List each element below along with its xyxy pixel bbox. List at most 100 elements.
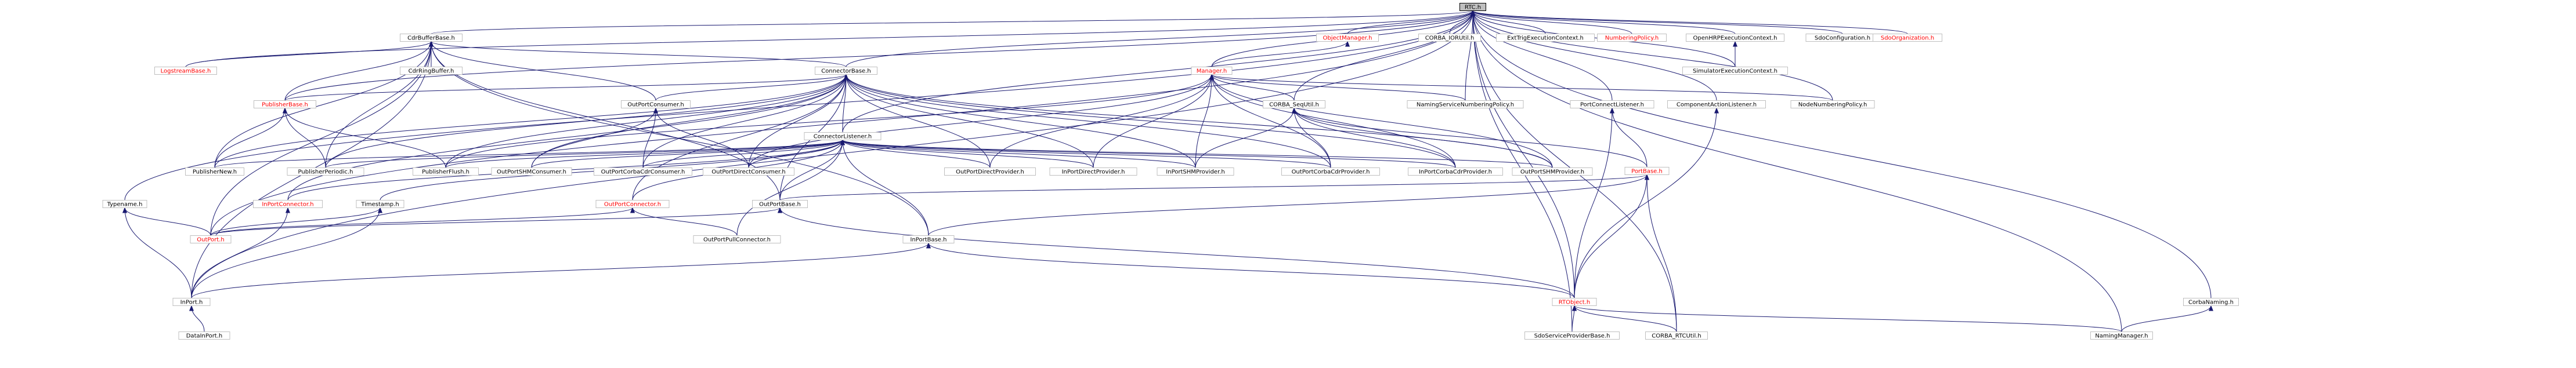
node-label: NumberingPolicy.h (1605, 35, 1659, 42)
node-publishernew[interactable]: PublisherNew.h (185, 167, 244, 176)
node-sdoconfiguration[interactable]: SdoConfiguration.h (1805, 34, 1880, 42)
node-corba_iorutil[interactable]: CORBA_IORUtil.h (1418, 34, 1481, 42)
node-box (1281, 167, 1380, 176)
node-publisherflush[interactable]: PublisherFlush.h (413, 167, 479, 176)
node-rtobject[interactable]: RTObject.h (1552, 298, 1597, 306)
edge-connectorlistener-to-connectorbase (842, 74, 848, 133)
node-box (287, 167, 364, 176)
node-outportdirectconsumer[interactable]: OutPortDirectConsumer.h (703, 167, 794, 176)
edge-inportdirectprovider-to-connectorbase (844, 74, 1094, 168)
node-inport[interactable]: InPort.h (172, 298, 211, 306)
edge-outport-to-cdrbufferbase (210, 41, 433, 236)
node-outportcorbacdrconsumer[interactable]: OutPortCorbaCdrConsumer.h (594, 167, 692, 176)
edge-outportpullconnector-to-connectorlistener (736, 139, 845, 236)
node-numberingpolicy[interactable]: NumberingPolicy.h (1597, 34, 1667, 42)
edge-rtobject-to-portbase (1574, 174, 1649, 298)
node-inportbase[interactable]: InPortBase.h (902, 235, 955, 243)
node-box (693, 235, 781, 243)
node-box (172, 298, 211, 306)
node-label: CORBA_RTCUtil.h (1652, 333, 1701, 340)
node-outportshmconsumer[interactable]: OutPortSHMConsumer.h (491, 167, 572, 176)
node-timestamp[interactable]: Timestamp.h (356, 200, 404, 208)
node-portconnectlistener[interactable]: PortConnectListener.h (1570, 100, 1654, 108)
node-connectorlistener[interactable]: ConnectorListener.h (804, 132, 881, 140)
node-componentaction[interactable]: ComponentActionListener.h (1667, 100, 1766, 108)
node-logstreambase[interactable]: LogstreamBase.h (154, 67, 217, 75)
node-cdrbufferbase[interactable]: CdrBufferBase.h (400, 34, 463, 42)
node-corba_sequtil[interactable]: CORBA_SeqUtil.h (1263, 100, 1325, 108)
node-outport[interactable]: OutPort.h (190, 235, 232, 243)
node-outportpullconnector[interactable]: OutPortPullConnector.h (693, 235, 781, 243)
node-sdoserviceproviderbase[interactable]: SdoServiceProviderBase.h (1524, 331, 1620, 340)
node-label: OpenHRPExecutionContext.h (1693, 35, 1777, 42)
node-label: SdoOrganization.h (1881, 35, 1934, 42)
node-label: CdrRingBuffer.h (409, 68, 454, 75)
node-label: LogstreamBase.h (161, 68, 211, 75)
edge-nodenumbering-to-rtc (1471, 10, 1833, 101)
node-box (2090, 331, 2153, 340)
node-objectmanager[interactable]: ObjectManager.h (1316, 34, 1379, 42)
edge-inportcorbacdrprovider-to-connectorbase (844, 74, 1456, 168)
node-publisherperiodic[interactable]: PublisherPeriodic.h (287, 167, 364, 176)
edge-inportshmprovider-to-connectorlistener (840, 139, 1196, 168)
edge-outportshmprovider-to-connectorlistener (840, 139, 1553, 168)
node-outportshmprovider[interactable]: OutPortSHMProvider.h (1512, 167, 1593, 176)
edge-inport-to-timestamp (191, 207, 382, 298)
node-outportcorbacdrprovider[interactable]: OutPortCorbaCdrProvider.h (1281, 167, 1380, 176)
node-box (154, 67, 217, 75)
edge-namingmanager-to-corbanaming (2121, 305, 2213, 332)
edge-outportdirectprovider-to-connectorlistener (840, 139, 991, 168)
node-box (413, 167, 479, 176)
edge-logstreambase-to-cdrbufferbase (185, 41, 433, 67)
node-namingmanager[interactable]: NamingManager.h (2090, 331, 2153, 340)
node-label: RTC.h (1465, 5, 1481, 11)
node-box (1049, 167, 1137, 176)
node-exttrig[interactable]: ExtTrigExecutionContext.h (1496, 34, 1595, 42)
node-typename[interactable]: Typename.h (102, 200, 147, 208)
node-inportcorbacdrprovider[interactable]: InPortCorbaCdrProvider.h (1408, 167, 1503, 176)
node-box (400, 67, 463, 75)
edge-connectorbase-to-rtc (846, 10, 1475, 67)
edge-outportdirectprovider-to-connectorbase (844, 74, 991, 168)
node-inportdirectprovider[interactable]: InPortDirectProvider.h (1049, 167, 1137, 176)
node-label: SimulatorExecutionContext.h (1693, 68, 1777, 75)
edge-outportconnector-to-connectorbase (632, 74, 848, 201)
edge-outportcorbacdrprovider-to-connectorlistener (840, 139, 1331, 168)
edge-outport-to-rtc (210, 10, 1475, 236)
node-sdoorganization[interactable]: SdoOrganization.h (1873, 34, 1942, 42)
node-portbase[interactable]: PortBase.h (1624, 167, 1670, 175)
node-box (1408, 167, 1503, 176)
edge-inportshmprovider-to-corba_sequtil (1195, 107, 1296, 168)
node-outportbase[interactable]: OutPortBase.h (752, 200, 808, 208)
node-nodenumbering[interactable]: NodeNumberingPolicy.h (1790, 100, 1875, 108)
edge-publisherperiodic-to-connectorlistener (325, 139, 845, 168)
node-corba_rtcutil[interactable]: CORBA_RTCUtil.h (1645, 331, 1708, 340)
node-box (491, 167, 572, 176)
node-simulator[interactable]: SimulatorExecutionContext.h (1682, 67, 1788, 75)
edge-publishernew-to-cdrbufferbase (214, 41, 433, 168)
edge-outportdirectconsumer-to-outportconsumer (653, 107, 749, 168)
node-label: CorbaNaming.h (2188, 300, 2234, 306)
node-manager[interactable]: Manager.h (1191, 67, 1233, 75)
node-outportdirectprovider[interactable]: OutPortDirectProvider.h (944, 167, 1036, 176)
edge-outportbase-to-cdrbufferbase (429, 41, 781, 201)
node-inportconnector[interactable]: InPortConnector.h (253, 200, 323, 208)
node-publisherbase[interactable]: PublisherBase.h (254, 100, 316, 108)
node-namingservice[interactable]: NamingServiceNumberingPolicy.h (1407, 100, 1524, 108)
edge-connectorbase-to-cdrbufferbase (429, 41, 847, 67)
node-cdrringbuffer[interactable]: CdrRingBuffer.h (400, 67, 463, 75)
node-label: InPortCorbaCdrProvider.h (1419, 169, 1492, 176)
edge-sdoserviceproviderbase-to-rtobject (1571, 305, 1577, 332)
node-inportshmprovider[interactable]: InPortSHMProvider.h (1157, 167, 1234, 176)
edge-outportshmconsumer-to-outportconsumer (531, 107, 658, 168)
node-outportconsumer[interactable]: OutPortConsumer.h (621, 100, 691, 108)
node-datainport[interactable]: DataInPort.h (178, 331, 230, 340)
node-corbanaming[interactable]: CorbaNaming.h (2183, 298, 2239, 306)
node-rtc: RTC.h (1459, 3, 1486, 11)
node-outportconnector[interactable]: OutPortConnector.h (595, 200, 670, 208)
node-connectorbase[interactable]: ConnectorBase.h (815, 67, 877, 75)
node-label: OutPort.h (197, 237, 224, 243)
node-label: PortBase.h (1631, 169, 1663, 175)
node-openhrp[interactable]: OpenHRPExecutionContext.h (1686, 34, 1784, 42)
